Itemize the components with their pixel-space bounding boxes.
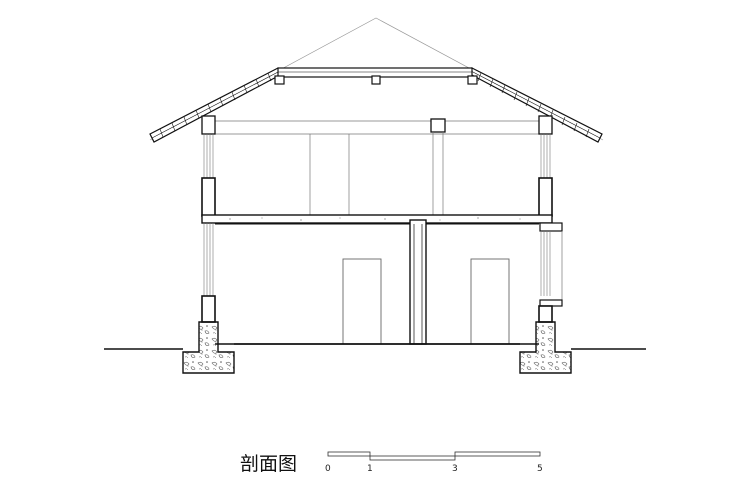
scale-labels: 0 1 3 5 — [325, 464, 543, 474]
eave-beam-left — [201, 115, 216, 135]
left-upper-window — [203, 134, 214, 178]
balcony-slab-upper — [539, 222, 563, 232]
door-right — [470, 258, 510, 345]
left-lower-window — [203, 223, 214, 296]
roof — [149, 17, 604, 143]
floor-slab — [201, 214, 563, 232]
roof-slope-left — [149, 67, 283, 143]
right-upper-pier — [538, 177, 553, 217]
left-lower-pier — [201, 295, 216, 323]
balcony-slab-lower — [539, 299, 563, 307]
upper-storey — [201, 115, 553, 217]
footing-left — [182, 321, 235, 374]
scale-segment-0-1 — [327, 451, 371, 457]
roof-tiles — [159, 72, 590, 138]
purlin-left — [274, 75, 285, 85]
purlin-right — [467, 75, 478, 85]
left-upper-pier — [201, 177, 216, 217]
scale-tick-5: 5 — [537, 464, 543, 474]
slab-speckle — [229, 217, 521, 221]
right-upper-window — [540, 134, 551, 178]
scale-bar — [327, 451, 541, 461]
right-lower-pier — [538, 305, 553, 323]
scale-tick-1: 1 — [367, 464, 373, 474]
scale-segment-1-3 — [369, 455, 456, 461]
scale-tick-0: 0 — [325, 464, 331, 474]
drawing-title: 剖面图 — [240, 453, 297, 475]
foundations — [182, 321, 572, 374]
lower-storey — [201, 219, 563, 345]
scale-segment-3-5 — [454, 451, 541, 457]
central-beam — [430, 118, 446, 133]
footing-right — [519, 321, 572, 374]
ground-line — [104, 343, 646, 350]
purlin-center — [371, 75, 381, 85]
center-partition-wall — [409, 219, 427, 345]
scale-tick-3: 3 — [452, 464, 458, 474]
door-left — [342, 258, 382, 345]
eave-beam-right — [538, 115, 553, 135]
right-lower-window — [540, 231, 551, 296]
